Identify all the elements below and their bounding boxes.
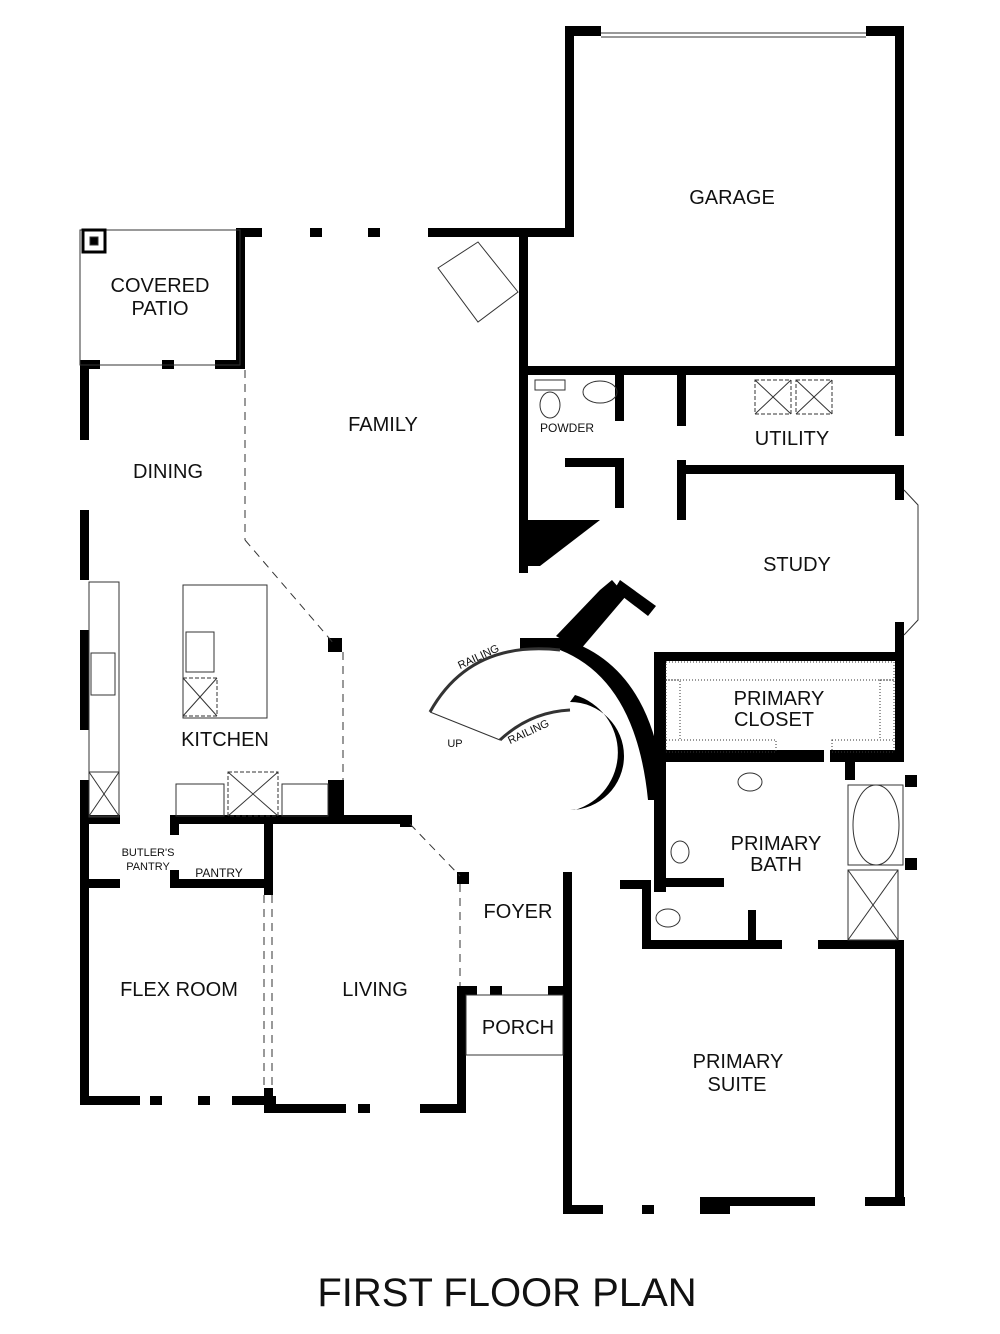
railing-label-lower: RAILING xyxy=(506,718,551,747)
label-pantry: PANTRY xyxy=(195,866,243,880)
plan-title: FIRST FLOOR PLAN xyxy=(317,1271,696,1315)
label-dining: DINING xyxy=(133,461,203,483)
label-utility: UTILITY xyxy=(755,428,829,450)
label-garage: GARAGE xyxy=(689,187,775,209)
annotations: RAILING RAILING UP xyxy=(447,643,551,750)
label-primary-bath-1: PRIMARY xyxy=(731,833,822,855)
fixtures xyxy=(79,32,919,1090)
label-flex-room: FLEX ROOM xyxy=(120,979,238,1001)
label-primary-suite-2: SUITE xyxy=(708,1074,767,1096)
label-primary-closet-1: PRIMARY xyxy=(734,688,825,710)
walls xyxy=(80,26,917,1214)
label-powder: POWDER xyxy=(540,421,594,435)
room-labels: GARAGE COVERED PATIO FAMILY DINING POWDE… xyxy=(111,187,831,1096)
stair-up-label: UP xyxy=(447,738,462,750)
label-primary-suite-1: PRIMARY xyxy=(693,1051,784,1073)
label-study: STUDY xyxy=(763,554,831,576)
label-covered-patio-1: COVERED xyxy=(111,275,210,297)
label-kitchen: KITCHEN xyxy=(181,729,269,751)
label-living: LIVING xyxy=(342,979,408,1001)
label-butlers-pantry-2: PANTRY xyxy=(126,861,170,873)
label-porch: PORCH xyxy=(482,1017,554,1039)
railing-label-upper: RAILING xyxy=(456,643,501,672)
label-family: FAMILY xyxy=(348,414,418,436)
label-butlers-pantry-1: BUTLER'S xyxy=(122,847,175,859)
label-primary-closet-2: CLOSET xyxy=(734,709,814,731)
label-primary-bath-2: BATH xyxy=(750,854,802,876)
label-covered-patio-2: PATIO xyxy=(131,298,188,320)
label-foyer: FOYER xyxy=(484,901,553,923)
